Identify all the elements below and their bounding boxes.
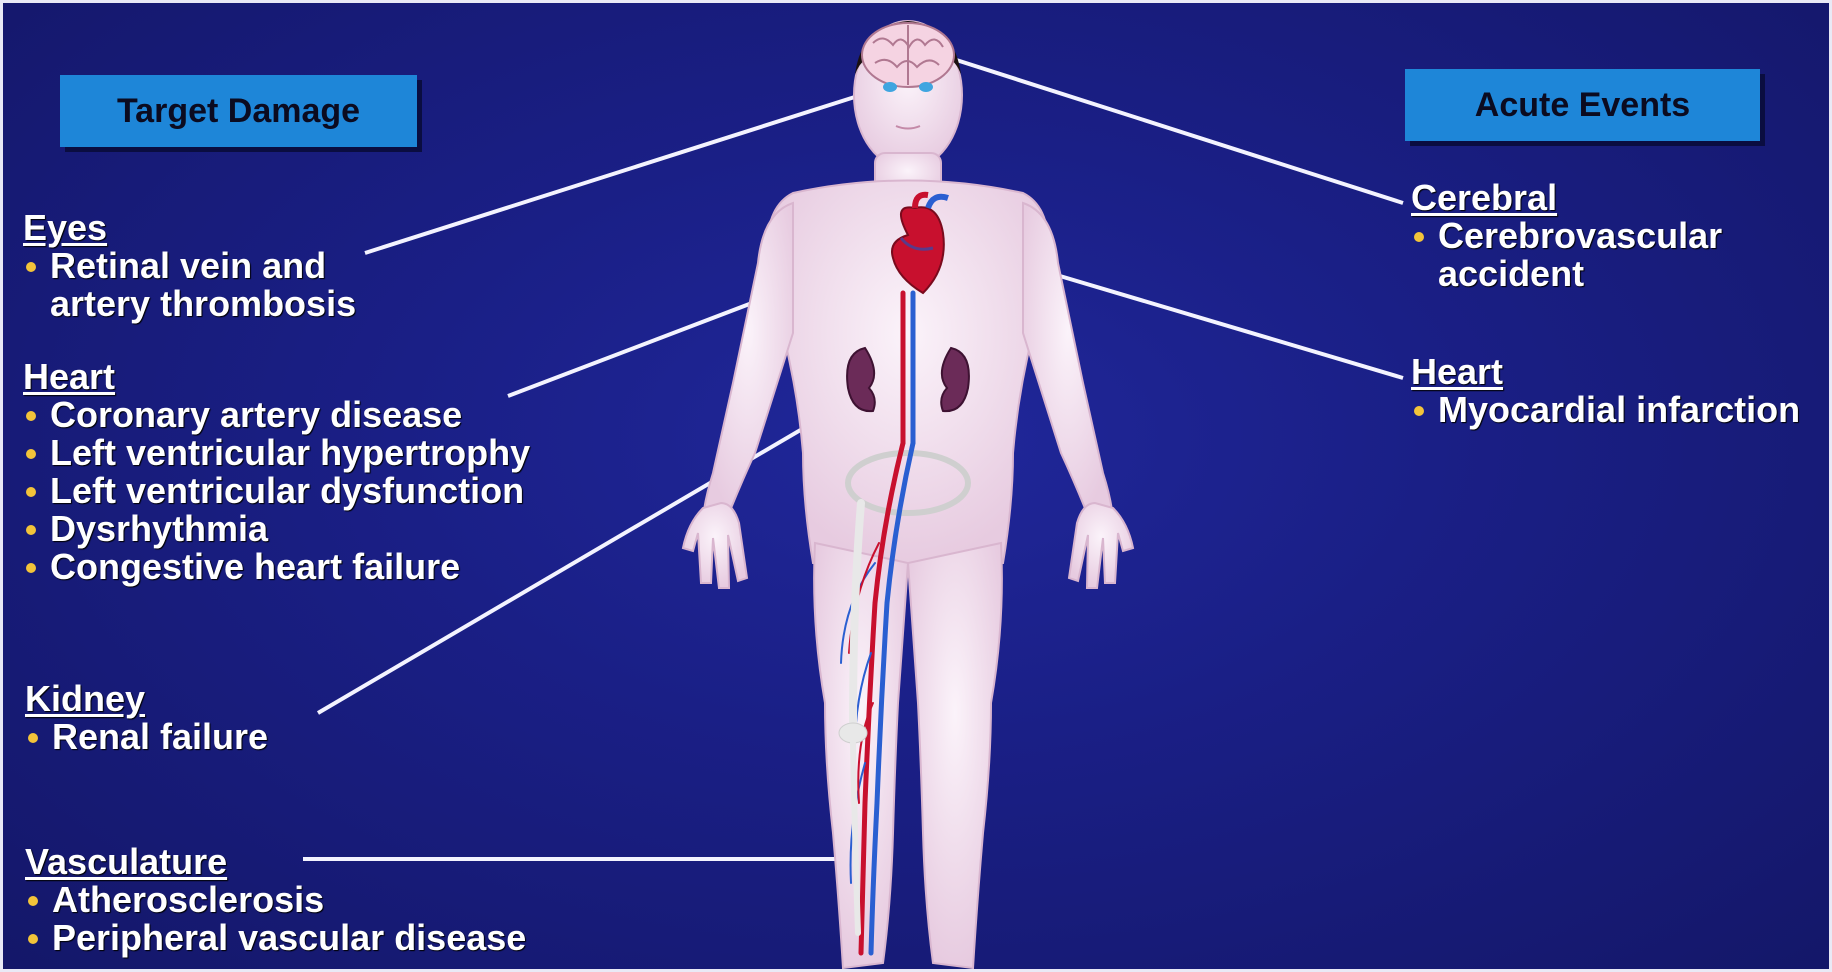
heart-target-list: Coronary artery disease Left ventricular…: [23, 396, 530, 586]
heart-target-heading: Heart: [23, 358, 530, 396]
list-item-line: Coronary artery disease: [50, 396, 530, 434]
list-item: Left ventricular dysfunction: [23, 472, 530, 510]
eyes-group: Eyes Retinal vein and artery thrombosis: [23, 209, 356, 323]
list-item: Renal failure: [25, 718, 268, 756]
list-item-line: Renal failure: [52, 718, 268, 756]
line-heart-right: [1033, 268, 1403, 378]
list-item-line: Congestive heart failure: [50, 548, 530, 586]
brain-icon: [862, 23, 954, 87]
list-item: Left ventricular hypertrophy: [23, 434, 530, 472]
cerebral-group: Cerebral Cerebrovascular accident: [1411, 179, 1722, 293]
heart-acute-heading: Heart: [1411, 353, 1800, 391]
heart-acute-list: Myocardial infarction: [1411, 391, 1800, 429]
list-item-line: Peripheral vascular disease: [52, 919, 526, 957]
list-item-line: Dysrhythmia: [50, 510, 530, 548]
target-damage-header: Target Damage: [60, 75, 417, 147]
list-item-line: Atherosclerosis: [52, 881, 526, 919]
vasculature-heading: Vasculature: [25, 843, 526, 881]
list-item-line: Retinal vein and: [50, 247, 356, 285]
list-item-line: Cerebrovascular: [1438, 217, 1722, 255]
eyes-list: Retinal vein and artery thrombosis: [23, 247, 356, 323]
list-item-line: Myocardial infarction: [1438, 391, 1800, 429]
list-item: Atherosclerosis: [25, 881, 526, 919]
line-cerebral: [947, 57, 1403, 203]
heart-target-group: Heart Coronary artery disease Left ventr…: [23, 358, 530, 586]
body-silhouette: [683, 21, 1133, 968]
heart-acute-group: Heart Myocardial infarction: [1411, 353, 1800, 429]
list-item: Dysrhythmia: [23, 510, 530, 548]
list-item: Coronary artery disease: [23, 396, 530, 434]
list-item: Congestive heart failure: [23, 548, 530, 586]
list-item: Retinal vein and artery thrombosis: [23, 247, 356, 323]
kidney-group: Kidney Renal failure: [25, 680, 268, 756]
vasculature-list: Atherosclerosis Peripheral vascular dise…: [25, 881, 526, 957]
list-item-line: accident: [1438, 255, 1722, 293]
eyes-heading: Eyes: [23, 209, 356, 247]
cerebral-heading: Cerebral: [1411, 179, 1722, 217]
vasculature-group: Vasculature Atherosclerosis Peripheral v…: [25, 843, 526, 957]
kidney-list: Renal failure: [25, 718, 268, 756]
list-item-line: Left ventricular hypertrophy: [50, 434, 530, 472]
acute-events-header: Acute Events: [1405, 69, 1760, 141]
list-item: Myocardial infarction: [1411, 391, 1800, 429]
cerebral-list: Cerebrovascular accident: [1411, 217, 1722, 293]
list-item-line: Left ventricular dysfunction: [50, 472, 530, 510]
list-item-line: artery thrombosis: [50, 285, 356, 323]
list-item: Cerebrovascular accident: [1411, 217, 1722, 293]
list-item: Peripheral vascular disease: [25, 919, 526, 957]
kidney-heading: Kidney: [25, 680, 268, 718]
